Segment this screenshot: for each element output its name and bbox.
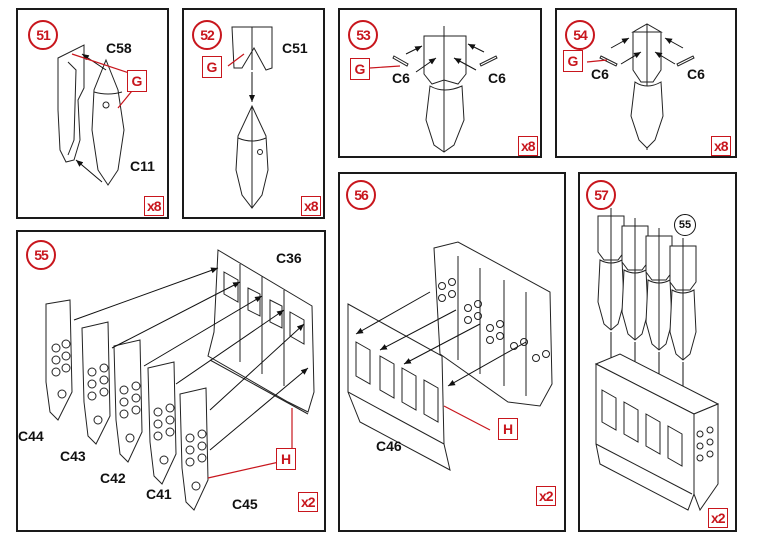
part-label-c6-left: C6 [392,70,410,86]
step-51-panel: 51 C58 C11 G x8 [16,8,169,219]
quantity-badge: x8 [711,136,731,156]
rack-partition-assembly-diagram [45,249,315,511]
part-label-c11: C11 [130,158,155,174]
glue-tag: H [498,418,518,440]
part-label-c36: C36 [276,250,302,266]
part-label-c41: C41 [146,486,172,502]
step-57-panel: 57 55 x2 [578,172,737,532]
partition-c45 [179,387,209,511]
quantity-badge: x8 [518,136,538,156]
glue-tag: H [276,448,296,470]
glue-tag: G [350,58,370,80]
bomb-2 [621,218,649,341]
part-label-c42: C42 [100,470,126,486]
bomb-fin-strut-diagram [369,26,498,153]
glue-tag: G [202,56,222,78]
partition-c43 [81,321,111,445]
part-label-c6-right: C6 [488,70,506,86]
step-number-badge: 51 [28,20,58,50]
bomb-1 [597,208,625,331]
bomb-3 [645,228,673,351]
quantity-badge: x2 [708,508,728,528]
part-label-c51: C51 [282,40,308,56]
step-55-panel: 55 C36 C44 C43 C42 C41 C45 H x2 [16,230,326,532]
partition-c44 [45,299,73,421]
glue-tag: G [563,50,583,72]
step-number-badge: 57 [586,180,616,210]
quantity-badge: x2 [536,486,556,506]
step-52-panel: 52 C51 G x8 [182,8,325,219]
step-54-panel: 54 G C6 C6 x8 [555,8,737,158]
reference-step-badge: 55 [674,214,696,236]
partition-c42 [113,339,143,463]
partition-c41 [147,361,177,485]
part-label-c45: C45 [232,496,258,512]
part-label-c44: C44 [18,428,44,444]
part-label-c6-left: C6 [591,66,609,82]
step-53-panel: 53 G C6 C6 x8 [338,8,542,158]
quantity-badge: x8 [144,196,164,216]
bomb-half-assembly-diagram [57,44,137,186]
rack-side-panel-assembly-diagram [347,241,553,471]
bomb-fin-strut-diagram [586,23,695,150]
step-number-badge: 54 [565,20,595,50]
bomb-4 [669,238,697,361]
step-56-panel: 56 C46 H x2 [338,172,566,532]
bomb-fin-assembly-diagram [227,26,273,209]
step-number-badge: 53 [348,20,378,50]
part-label-c43: C43 [60,448,86,464]
step-number-badge: 56 [346,180,376,210]
step-number-badge: 52 [192,20,222,50]
part-label-c58: C58 [106,40,132,56]
step-number-badge: 55 [26,240,56,270]
part-label-c6-right: C6 [687,66,705,82]
quantity-badge: x8 [301,196,321,216]
part-label-c46: C46 [376,438,402,454]
quantity-badge: x2 [298,492,318,512]
bombs-into-rack-diagram [594,208,720,512]
glue-tag: G [127,70,147,92]
